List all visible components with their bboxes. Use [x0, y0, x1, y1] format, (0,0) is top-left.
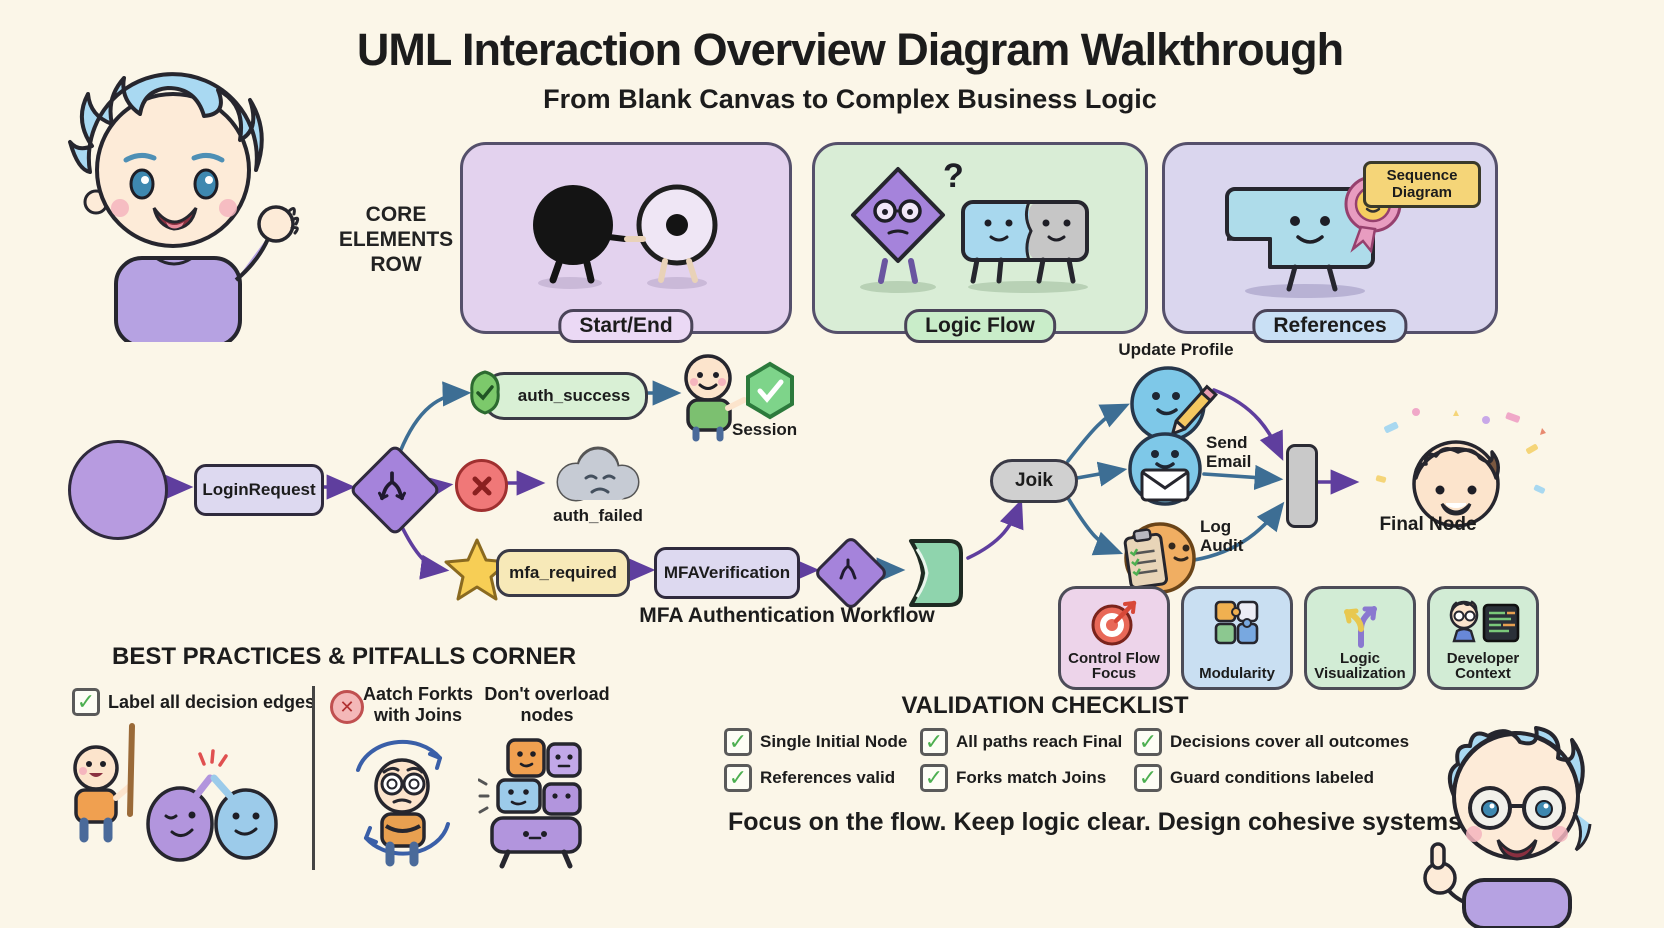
developer-code-icon — [1449, 600, 1520, 643]
log-audit-icon — [1123, 522, 1196, 594]
green-checkbox-icon: ✓ — [724, 764, 752, 792]
card-label-references: References — [1252, 309, 1408, 343]
update-profile-label: Update Profile — [1118, 340, 1234, 359]
checklist-item: ✓Forks match Joins — [920, 764, 1106, 792]
badge-logic-visualization: Logic Visualization — [1304, 586, 1416, 690]
badge-control-flow-focus: Control Flow Focus — [1058, 586, 1170, 690]
send-email-icon — [1128, 432, 1202, 506]
fork-glyph-icon — [839, 558, 857, 580]
checklist-item: ✓All paths reach Final — [920, 728, 1122, 756]
auth-failed-label: auth_failed — [553, 506, 643, 525]
mfa-required-pill: mfa_required — [496, 549, 630, 597]
dizzy-character-scene — [356, 739, 450, 867]
decision-fork-characters: ? — [851, 157, 1089, 293]
confetti — [1375, 408, 1546, 494]
card-references: Sequence Diagram References — [1162, 142, 1498, 343]
session-character — [684, 354, 794, 442]
badge-label: Developer Context — [1446, 649, 1520, 683]
green-checkbox-icon: ✓ — [1134, 728, 1162, 756]
green-checkbox-icon: ✓ — [72, 688, 100, 716]
badge-label: Logic Visualization — [1314, 649, 1406, 683]
labeling-characters-scene — [73, 723, 278, 862]
section-divider — [312, 686, 315, 870]
checklist-item: ✓Single Initial Node — [724, 728, 907, 756]
checklist-item: ✓Guard conditions labeled — [1134, 764, 1374, 792]
do-item-label: Label all decision edges — [108, 691, 316, 712]
mascot-boy-waving — [68, 72, 300, 342]
best-practices-title: BEST PRACTICES & PITFALLS CORNER — [112, 643, 577, 670]
pitfall-1-label: Aatch Forkts with Joins — [362, 684, 474, 725]
badge-developer-context: Developer Context — [1427, 586, 1539, 690]
red-x-icon: ✕ — [330, 690, 364, 724]
final-node-character — [1375, 408, 1546, 528]
card-logic-flow: ? Logic Flow — [812, 142, 1148, 343]
final-node-label: Final Node — [1379, 514, 1477, 535]
branching-arrows-icon — [1344, 606, 1377, 648]
join-bar — [1286, 444, 1318, 528]
do-item: ✓ Label all decision edges — [72, 688, 315, 716]
puzzle-icon — [1214, 600, 1259, 645]
sequence-diagram-tag: Sequence Diagram — [1363, 161, 1481, 208]
leaf-check-icon — [470, 370, 500, 415]
page-title: UML Interaction Overview Diagram Walkthr… — [356, 24, 1344, 75]
pitfall-2-label: Don't overload nodes — [484, 684, 610, 725]
green-checkbox-icon: ✓ — [920, 728, 948, 756]
log-audit-label: Log Audit — [1200, 517, 1244, 555]
checklist-item: ✓Decisions cover all outcomes — [1134, 728, 1409, 756]
target-arrow-icon — [1091, 600, 1137, 646]
card-label-start-end: Start/End — [558, 309, 694, 343]
validation-checklist-title: VALIDATION CHECKLIST — [901, 692, 1189, 719]
overloaded-nodes-scene — [478, 738, 582, 869]
badge-modularity: Modularity — [1181, 586, 1293, 690]
badge-label: Modularity — [1199, 665, 1275, 683]
green-checkbox-icon: ✓ — [1134, 764, 1162, 792]
mfa-verification-node: MFAVerification — [654, 547, 800, 599]
card-start-end: Start/End — [460, 142, 792, 343]
card-label-logic-flow: Logic Flow — [904, 309, 1056, 343]
chevron-frame-node — [909, 539, 963, 607]
mfa-workflow-caption: MFA Authentication Workflow — [639, 604, 935, 627]
page-subtitle: From Blank Canvas to Complex Business Lo… — [543, 84, 1157, 114]
badge-label: Control Flow Focus — [1068, 649, 1160, 683]
mascot-boy-thumbs-up — [1423, 726, 1592, 928]
core-elements-row-label: CORE ELEMENTS ROW — [338, 203, 454, 277]
sad-cloud-icon — [556, 446, 640, 502]
session-label: Session — [732, 420, 798, 439]
error-x-icon — [455, 459, 508, 512]
checklist-item: ✓References valid — [724, 764, 895, 792]
login-request-node: LoginRequest — [194, 464, 324, 516]
green-checkbox-icon: ✓ — [920, 764, 948, 792]
auth-success-pill: auth_success — [482, 372, 648, 420]
fork-glyph-icon — [378, 471, 406, 501]
green-checkbox-icon: ✓ — [724, 728, 752, 756]
tagline: Focus on the flow. Keep logic clear. Des… — [728, 808, 1469, 836]
question-mark-glyph: ? — [943, 157, 964, 195]
join-pill: Joik — [990, 459, 1078, 503]
send-email-label: Send Email — [1206, 433, 1252, 471]
initial-node — [68, 440, 168, 540]
initial-final-node-characters — [533, 184, 718, 289]
